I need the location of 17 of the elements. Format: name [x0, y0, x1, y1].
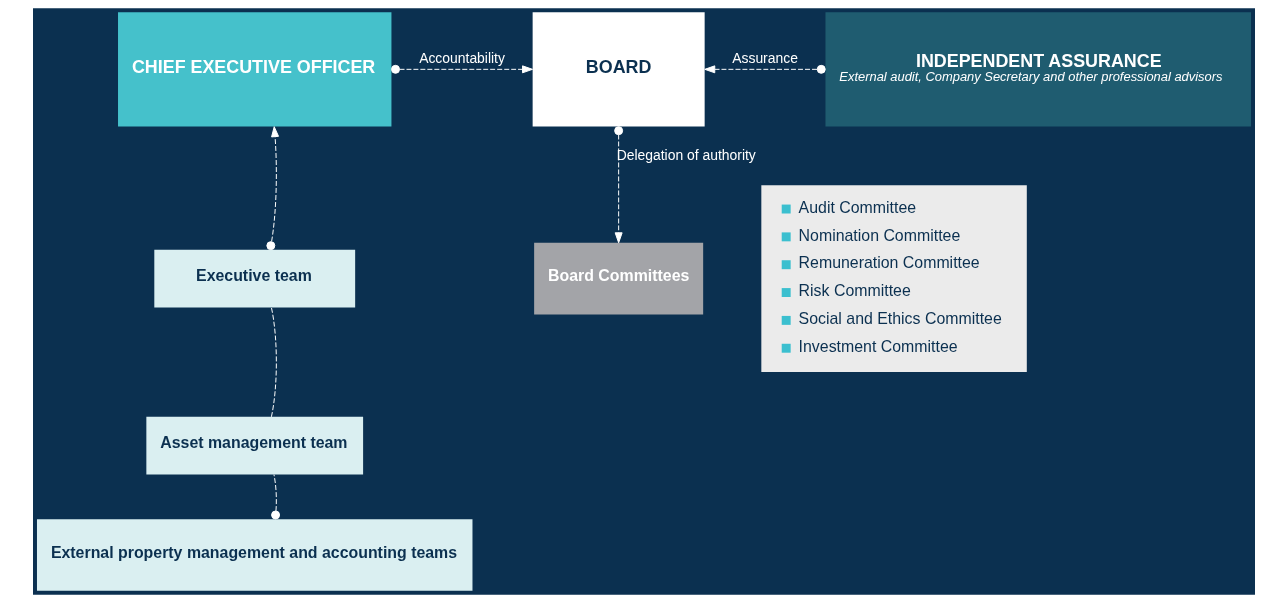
connector [270, 474, 280, 520]
edge-label: Assurance [731, 49, 798, 66]
arrow [703, 64, 826, 74]
edge-label: Accountability [418, 49, 505, 66]
node-box: CHIEF EXECUTIVE OFFICER [117, 12, 391, 127]
node-box: Audit Committee Nomination Committee Remuneration Committee Risk Committee Social and Ethics Committee Investment Committee [760, 185, 1027, 373]
node-box: Asset management team [145, 416, 363, 475]
node-box: BOARD [532, 12, 705, 127]
connector [270, 307, 277, 418]
arrow [613, 126, 623, 244]
node-box: Board Committees [533, 242, 703, 315]
node-box: Executive team [153, 249, 355, 308]
edge-label: Delegation of authority [616, 146, 756, 163]
node-box: INDEPENDENT ASSURANCE External audit, Company Secretary and other professional advisors [824, 12, 1251, 127]
node-box: External property management and accounting teams [36, 519, 472, 591]
arrow [390, 64, 533, 74]
arrow [265, 126, 279, 251]
